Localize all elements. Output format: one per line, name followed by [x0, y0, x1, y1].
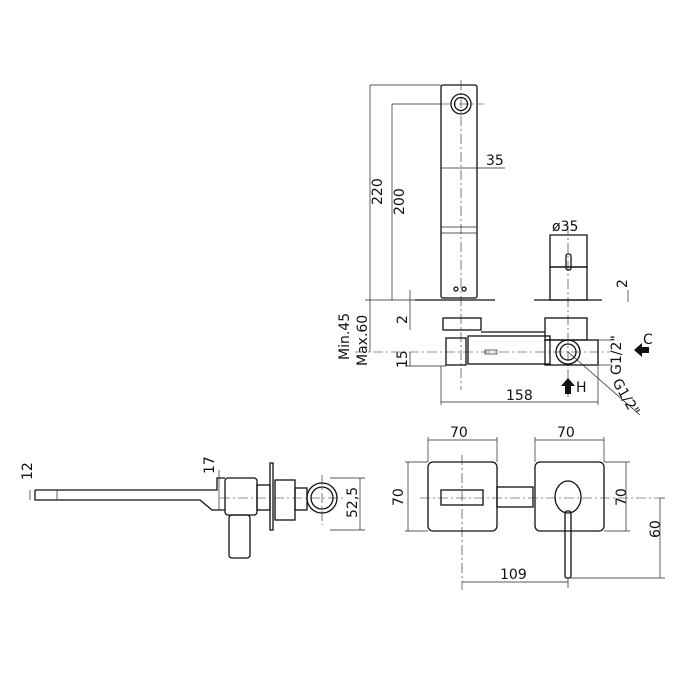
thread-cold: G1/2" — [609, 335, 625, 375]
side-spout — [34, 477, 225, 511]
dim-70-right: 70 — [614, 488, 630, 506]
dim-max-60: Max.60 — [355, 315, 371, 366]
label-hot: H — [576, 380, 587, 396]
dim-15: 15 — [395, 350, 411, 368]
dim-12: 12 — [20, 462, 36, 480]
dim-158: 158 — [506, 388, 533, 404]
spout-body — [440, 84, 478, 299]
connector-tube — [496, 486, 534, 508]
mixer-lever — [564, 510, 572, 579]
label-cold: C — [643, 332, 653, 348]
cold-inlet-arrow-icon — [634, 343, 649, 357]
dim-70-left: 70 — [391, 488, 407, 506]
dim-52-5: 52,5 — [345, 487, 361, 518]
dim-109: 109 — [500, 567, 527, 583]
dim-diameter-35: ø35 — [552, 219, 578, 235]
thread-hot: G1/2" — [609, 376, 643, 418]
dim-17: 17 — [202, 456, 218, 474]
dim-2-right: 2 — [615, 279, 631, 288]
mixer-handle — [554, 480, 582, 514]
dim-60: 60 — [648, 520, 664, 538]
dim-2-left: 2 — [395, 315, 411, 324]
dim-220: 220 — [370, 178, 386, 205]
front-view: 70 70 70 70 60 109 — [391, 425, 665, 590]
dim-70-top-left: 70 — [450, 425, 468, 441]
side-view: 12 17 52,5 — [20, 456, 365, 559]
dim-70-top-right: 70 — [557, 425, 575, 441]
side-body — [224, 477, 258, 516]
side-handle — [228, 514, 251, 559]
top-view: 220 200 35 ø35 2 2 Min.45 Max.60 15 158 … — [337, 80, 653, 418]
mixer-cartridge — [549, 234, 588, 268]
dim-35: 35 — [486, 153, 504, 169]
dim-200: 200 — [392, 188, 408, 215]
mixer-plate — [534, 461, 605, 532]
side-wall-plate — [269, 462, 274, 531]
spout-plate — [427, 461, 498, 532]
dim-min-45: Min.45 — [337, 313, 353, 360]
hot-inlet-arrow-icon — [561, 378, 575, 394]
